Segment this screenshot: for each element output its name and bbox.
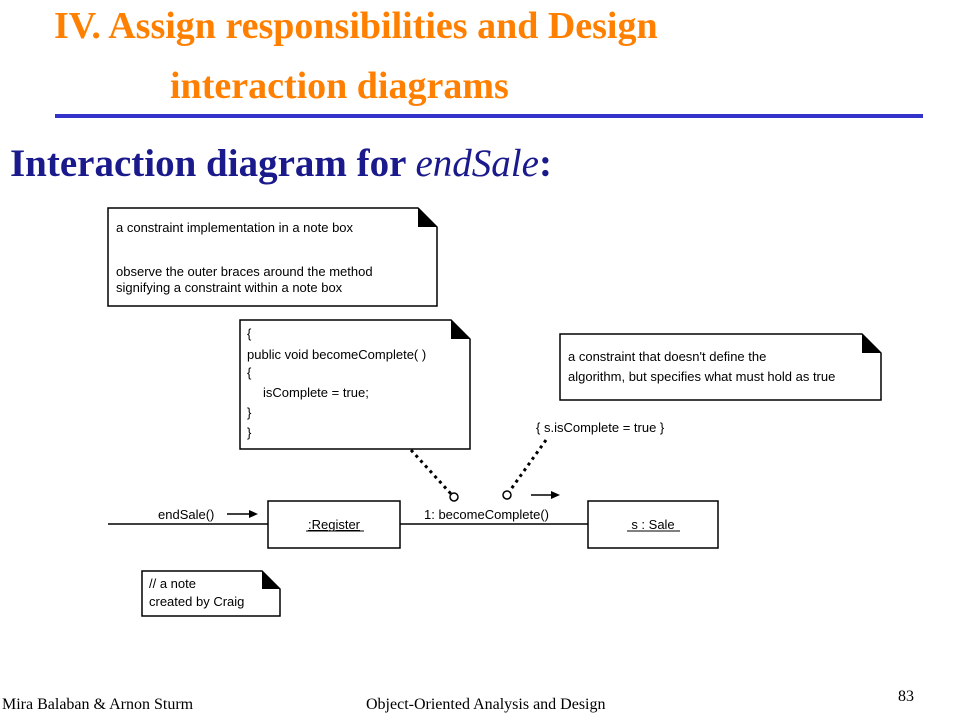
sale-object: s : Sale: [587, 500, 719, 549]
note-top: a constraint implementation in a note bo…: [107, 207, 438, 307]
note-bottom: // a note created by Craig: [141, 570, 281, 617]
note-right: a constraint that doesn't define the alg…: [559, 333, 882, 401]
note-code-line1: {: [247, 326, 252, 341]
subtitle-method: endSale: [415, 142, 539, 185]
title-rule: [55, 114, 923, 118]
note-fold-icon: [418, 208, 437, 227]
anchor-circle-code: [449, 492, 459, 502]
note-right-line1: a constraint that doesn't define the: [568, 349, 766, 364]
note-right-line2: algorithm, but specifies what must hold …: [568, 369, 835, 384]
note-bottom-line1: // a note: [149, 576, 196, 591]
note-top-line2: observe the outer braces around the meth…: [116, 264, 373, 279]
page-number: 83: [898, 688, 914, 705]
subtitle-colon: :: [538, 142, 552, 185]
anchor-circle-constraint: [502, 490, 512, 500]
note-code: { public void becomeComplete( ) { isComp…: [239, 319, 471, 450]
message-label: 1: becomeComplete(): [424, 507, 549, 522]
constraint-label: { s.isComplete = true }: [536, 420, 665, 435]
anchor-line-constraint: [507, 439, 548, 493]
register-label: :Register: [308, 517, 361, 532]
footer-authors: Mira Balaban & Arnon Sturm: [2, 696, 194, 713]
note-code-line3: {: [247, 365, 252, 380]
subtitle-prefix: Interaction diagram for: [10, 142, 416, 185]
slide-title-line2: interaction diagrams: [170, 65, 509, 107]
note-fold-icon: [862, 334, 881, 353]
note-top-line1: a constraint implementation in a note bo…: [116, 220, 354, 235]
sale-label: s : Sale: [631, 517, 674, 532]
incoming-message-label: endSale(): [158, 507, 214, 522]
anchor-line-code: [409, 448, 454, 497]
note-code-line5: }: [247, 405, 252, 420]
note-code-line6: }: [247, 425, 252, 440]
slide-subtitle: Interaction diagram for endSale:: [10, 140, 552, 188]
register-object: :Register: [267, 500, 401, 549]
note-top-line3: signifying a constraint within a note bo…: [116, 280, 343, 295]
note-code-line4: isComplete = true;: [263, 385, 369, 400]
note-fold-icon: [262, 571, 280, 589]
note-bottom-line2: created by Craig: [149, 594, 244, 609]
note-code-line2: public void becomeComplete( ): [247, 347, 426, 362]
incoming-arrow-head-icon: [249, 510, 258, 518]
note-fold-icon: [451, 320, 470, 339]
slide-title-line1: IV. Assign responsibilities and Design: [54, 5, 658, 47]
footer-course: Object-Oriented Analysis and Design: [366, 696, 606, 713]
message-arrow-head-icon: [551, 491, 560, 499]
